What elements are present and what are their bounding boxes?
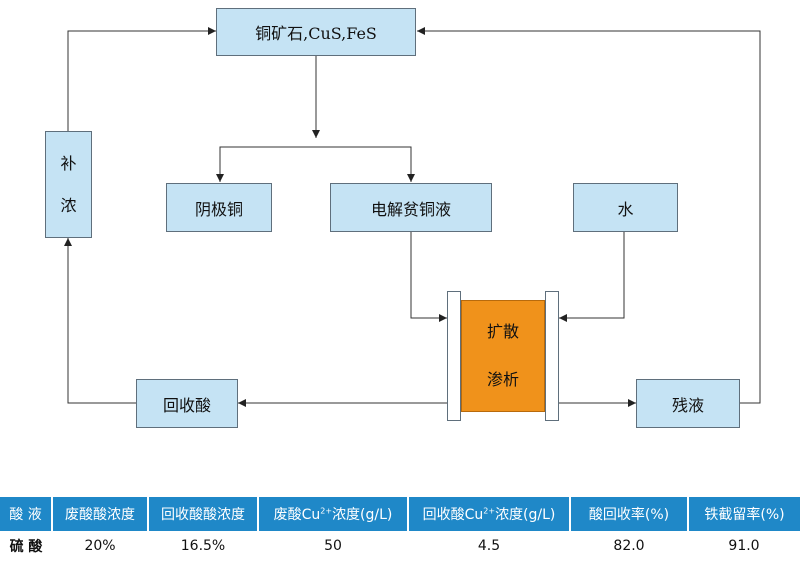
cell-iron-rejection-rate: 91.0 — [728, 538, 760, 554]
cell-waste-acid-cu: 50 — [324, 538, 342, 554]
electrolyte-to-dialysis-arrow — [410, 232, 447, 322]
table-row: 硫 酸 20% 16.5% 50 4.5 82.0 91.0 — [0, 531, 800, 561]
raffinate-to-ore-arrow — [417, 27, 761, 404]
ore-box: 铜矿石,CuS,FeS — [216, 8, 416, 56]
water-box: 水 — [573, 183, 678, 232]
cell-acid: 硫 酸 — [9, 539, 43, 555]
raffinate-box: 残液 — [636, 379, 740, 428]
make-up-box: 补 浓 — [45, 131, 92, 238]
dialysis-right-plate — [545, 291, 559, 421]
diffusion-dialysis-label-2: 渗析 — [486, 370, 519, 389]
cathode-copper-label: 阴极铜 — [194, 199, 243, 219]
ore-label: 铜矿石,CuS,FeS — [255, 24, 377, 43]
header-acid-recovery-rate: 酸回收率(%) — [570, 497, 689, 531]
recovered-acid-label: 回收酸 — [162, 395, 211, 415]
split-to-cathode-arrow — [216, 146, 316, 182]
diffusion-dialysis-core: 扩散 渗析 — [461, 300, 545, 412]
header-recovered-acid-concentration: 回收酸酸浓度 — [148, 497, 259, 531]
cell-recovered-acid-cu: 4.5 — [477, 538, 501, 554]
header-recovered-acid-cu: 回收酸Cu2+浓度(g/L) — [408, 497, 571, 531]
diffusion-dialysis-label-1: 扩散 — [486, 322, 519, 341]
cell-waste-acid-concentration: 20% — [84, 538, 116, 554]
flow-connectors — [64, 27, 761, 407]
header-acid: 酸 液 — [0, 497, 53, 531]
recovered-acid-box: 回收酸 — [136, 379, 238, 428]
header-waste-acid-concentration: 废酸酸浓度 — [52, 497, 149, 531]
raffinate-label: 残液 — [671, 395, 704, 415]
lean-electrolyte-box: 电解贫铜液 — [330, 183, 492, 232]
performance-table: 酸 液 废酸酸浓度 回收酸酸浓度 废酸Cu2+浓度(g/L) 回收酸Cu2+浓度… — [0, 497, 800, 561]
water-to-dialysis-arrow — [559, 232, 625, 322]
cathode-copper-box: 阴极铜 — [166, 183, 272, 232]
header-waste-acid-cu: 废酸Cu2+浓度(g/L) — [258, 497, 409, 531]
water-label: 水 — [617, 199, 634, 219]
make-up-char-2: 浓 — [60, 195, 77, 215]
lean-electrolyte-label: 电解贫铜液 — [370, 199, 451, 219]
make-up-char-1: 补 — [60, 153, 77, 173]
recovered-acid-to-makeup-arrow — [64, 238, 136, 404]
dialysis-left-plate — [447, 291, 461, 421]
cell-recovered-acid-concentration: 16.5% — [180, 538, 226, 554]
header-iron-rejection-rate: 铁截留率(%) — [688, 497, 800, 531]
table-header-row: 酸 液 废酸酸浓度 回收酸酸浓度 废酸Cu2+浓度(g/L) 回收酸Cu2+浓度… — [0, 497, 800, 531]
makeup-to-ore-arrow — [67, 27, 216, 131]
cell-acid-recovery-rate: 82.0 — [613, 538, 645, 554]
split-to-electrolyte-arrow — [316, 146, 415, 182]
